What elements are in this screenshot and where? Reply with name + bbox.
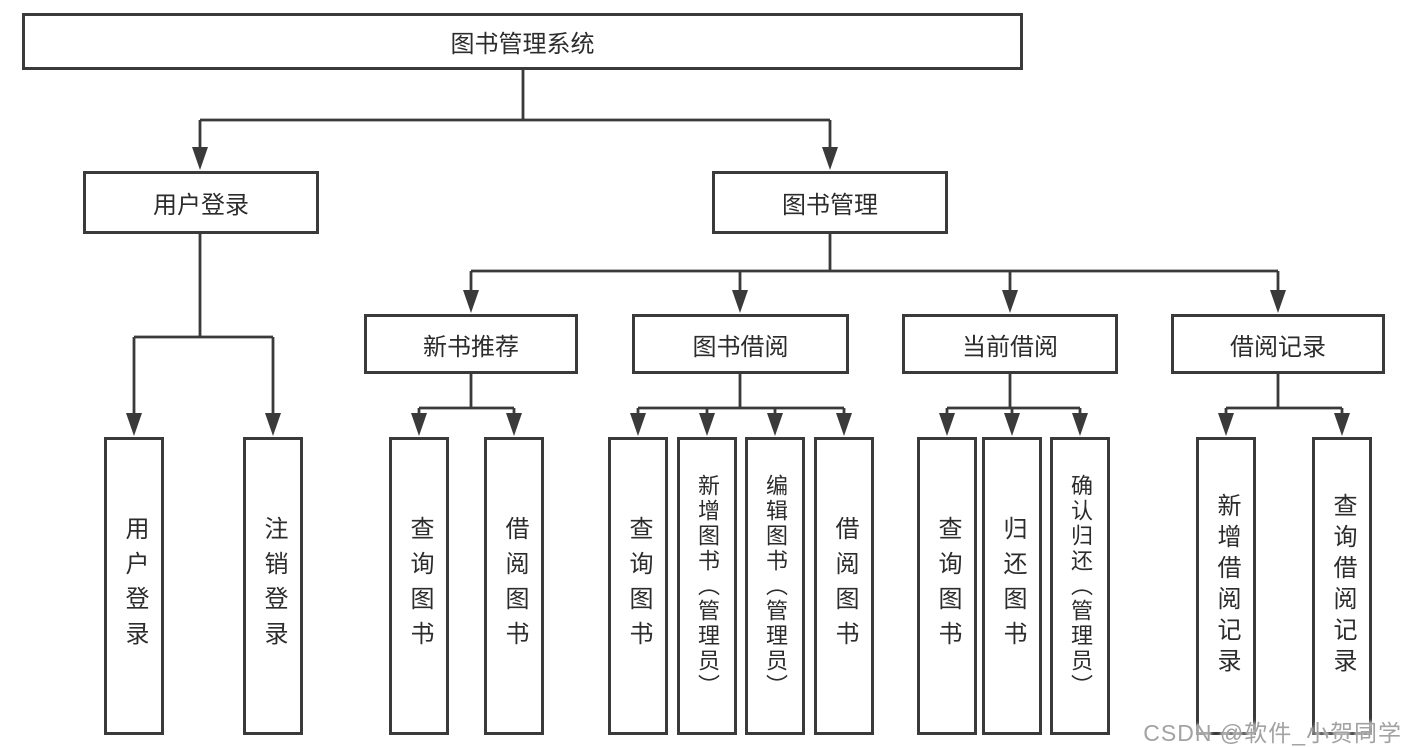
leaf-edit-books-admin: 编辑图书（管理员） <box>745 437 805 735</box>
connector-root-to-level2 <box>192 70 838 170</box>
node-current-borrow: 当前借阅 <box>902 314 1118 374</box>
leaf-confirm-return-admin: 确认归还（管理员） <box>1050 437 1110 735</box>
node-label: 确认归还（管理员） <box>1068 473 1093 699</box>
node-label: 注销登录 <box>260 516 287 656</box>
connector-book-borrow-children <box>630 374 852 436</box>
leaf-query-books-borrow: 查询图书 <box>608 437 668 735</box>
node-label: 图书管理 <box>782 192 878 219</box>
node-borrow-records: 借阅记录 <box>1171 314 1385 374</box>
node-label: 查询图书 <box>625 516 652 656</box>
leaf-borrow-books-recommend: 借阅图书 <box>484 437 544 735</box>
leaf-query-books-recommend: 查询图书 <box>389 437 449 735</box>
node-label: 新增图书（管理员） <box>695 473 720 699</box>
node-label: 图书管理系统 <box>450 31 595 58</box>
node-label: 查询图书 <box>406 516 433 656</box>
node-label: 借阅图书 <box>831 516 858 656</box>
leaf-query-books-current: 查询图书 <box>917 437 977 735</box>
node-label: 图书借阅 <box>692 333 789 361</box>
node-label: 用户登录 <box>121 516 148 656</box>
leaf-logout: 注销登录 <box>243 437 303 735</box>
leaf-return-books: 归还图书 <box>982 437 1042 735</box>
node-label: 归还图书 <box>999 516 1026 656</box>
leaf-add-borrow-record: 新增借阅记录 <box>1196 437 1256 735</box>
node-label: 用户登录 <box>153 192 249 219</box>
connector-new-book-children <box>411 374 522 436</box>
leaf-query-borrow-record: 查询借阅记录 <box>1312 437 1372 735</box>
node-label: 编辑图书（管理员） <box>763 473 788 699</box>
leaf-borrow-books: 借阅图书 <box>814 437 874 735</box>
node-book-management: 图书管理 <box>712 171 948 234</box>
node-label: 新书推荐 <box>423 333 519 361</box>
node-label: 当前借阅 <box>962 333 1058 361</box>
node-user-login: 用户登录 <box>83 171 319 234</box>
node-root-library-system: 图书管理系统 <box>22 13 1023 70</box>
node-label: 查询图书 <box>934 516 961 656</box>
leaf-add-books-admin: 新增图书（管理员） <box>677 437 737 735</box>
node-new-book-recommend: 新书推荐 <box>364 314 578 374</box>
connector-user-login-children <box>126 234 281 436</box>
node-book-borrow: 图书借阅 <box>632 314 849 374</box>
leaf-user-login: 用户登录 <box>104 437 164 735</box>
node-label: 新增借阅记录 <box>1213 493 1240 679</box>
node-label: 借阅记录 <box>1230 333 1326 361</box>
node-label: 查询借阅记录 <box>1329 493 1356 679</box>
csdn-watermark: CSDN @软件_小贺同学 <box>1143 720 1402 746</box>
connector-borrow-records-children <box>1218 374 1350 436</box>
connector-current-borrow-children <box>939 374 1088 436</box>
node-label: 借阅图书 <box>501 516 528 656</box>
connector-book-management-children <box>463 234 1286 313</box>
